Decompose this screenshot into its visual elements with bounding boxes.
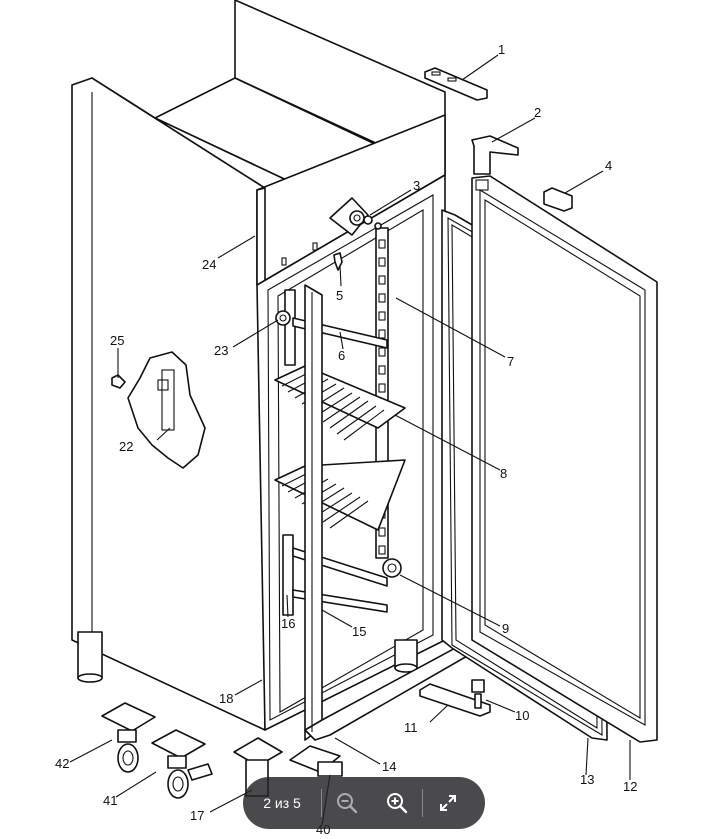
top-hinge-bracket	[424, 67, 488, 101]
callout-1: 1	[498, 42, 505, 57]
zoom-in-button[interactable]	[372, 777, 422, 829]
callout-12: 12	[623, 779, 637, 794]
side-cutaway-detail	[111, 351, 206, 469]
callout-5: 5	[336, 288, 343, 303]
callout-23: 23	[214, 343, 228, 358]
callout-9: 9	[502, 621, 509, 636]
caster-42	[101, 702, 156, 773]
callout-17: 17	[190, 808, 204, 823]
lower-hinge-parts	[419, 679, 491, 717]
image-viewer-toolbar: 2 из 5	[243, 777, 485, 829]
door-closer-40	[289, 745, 343, 777]
callout-42: 42	[55, 756, 69, 771]
caster-41	[151, 729, 213, 799]
callout-24: 24	[202, 257, 216, 272]
page-counter: 2 из 5	[263, 795, 301, 811]
callout-25: 25	[110, 333, 124, 348]
callout-16: 16	[281, 616, 295, 631]
side-bracket	[275, 310, 291, 326]
zoom-in-icon	[387, 793, 408, 814]
handle-cap	[543, 187, 573, 212]
zoom-out-button[interactable]	[322, 777, 372, 829]
cabinet-body	[71, 0, 446, 731]
callout-2: 2	[534, 105, 541, 120]
callout-7: 7	[507, 354, 514, 369]
toolbar-divider	[321, 789, 322, 817]
callout-4: 4	[605, 158, 612, 173]
fullscreen-button[interactable]	[423, 777, 473, 829]
callout-22: 22	[119, 439, 133, 454]
door-panel	[471, 175, 658, 743]
callout-3: 3	[413, 178, 420, 193]
callout-18: 18	[219, 691, 233, 706]
callout-11: 11	[404, 720, 418, 735]
upper-hinge-assembly	[329, 197, 382, 236]
door-gasket-frame	[304, 284, 496, 741]
callout-41: 41	[103, 793, 117, 808]
callout-8: 8	[500, 466, 507, 481]
toolbar-divider-2	[422, 789, 423, 817]
lower-hinge	[382, 558, 402, 578]
callout-6: 6	[338, 348, 345, 363]
leader-lines	[69, 54, 631, 826]
callout-14: 14	[382, 759, 396, 774]
callout-15: 15	[352, 624, 366, 639]
callout-10: 10	[515, 708, 529, 723]
callout-13: 13	[580, 772, 594, 787]
fullscreen-expand-icon	[440, 795, 456, 811]
door-hinge-bracket	[471, 135, 519, 175]
zoom-out-icon	[337, 793, 358, 814]
